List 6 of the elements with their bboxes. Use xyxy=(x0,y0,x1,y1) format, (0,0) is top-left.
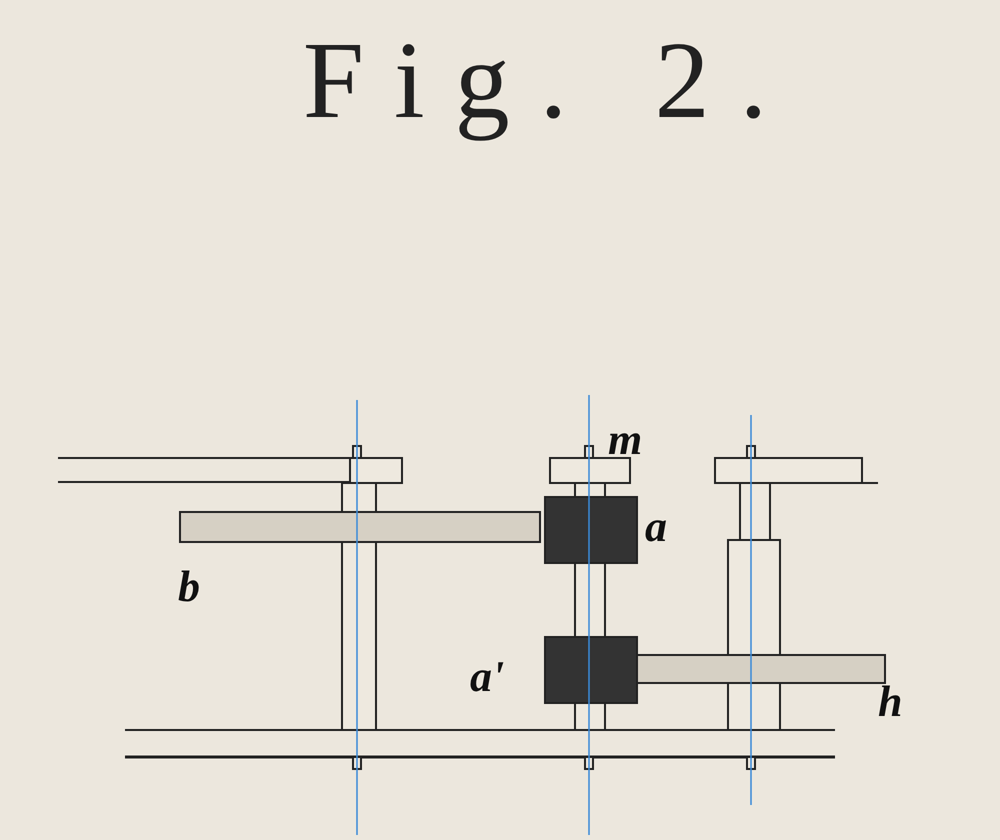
part-letter: h xyxy=(878,680,902,724)
part-letter: b xyxy=(178,565,200,609)
figure-title: Fig. 2. xyxy=(302,20,798,141)
part-letter: a' xyxy=(470,655,504,699)
part-letter: m xyxy=(608,418,642,462)
part-letter: a xyxy=(645,505,667,549)
